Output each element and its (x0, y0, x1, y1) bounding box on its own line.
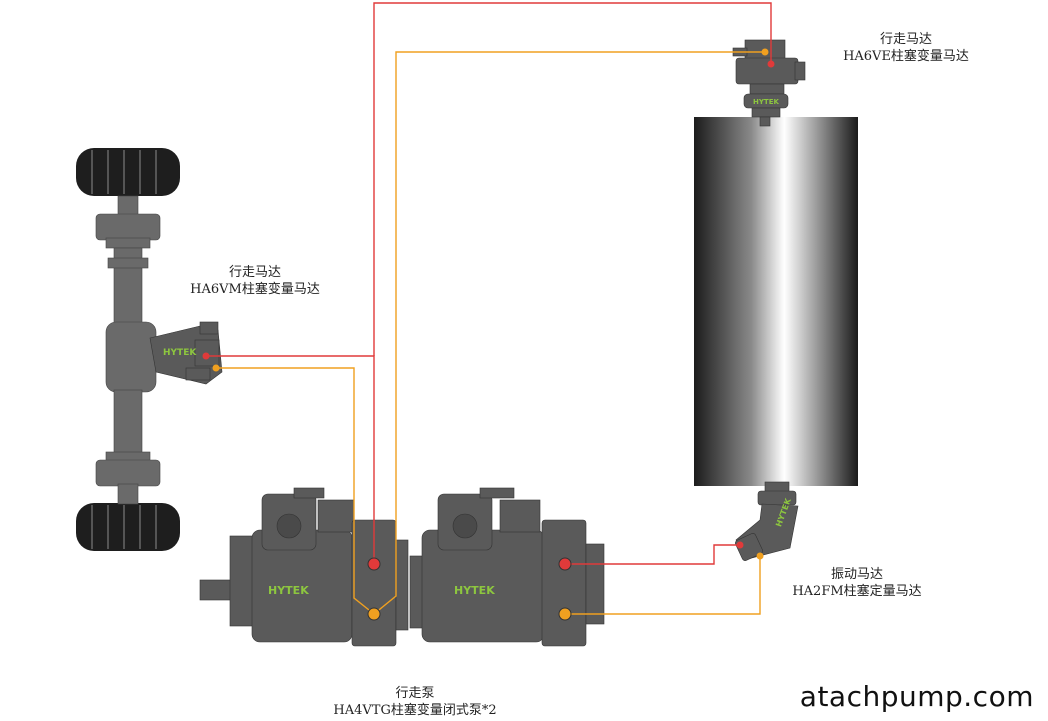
pressure-line-vibration-motor (565, 544, 740, 565)
pump-1-brand: HYTEK (268, 584, 309, 597)
label-top-motor-line2: HA6VE柱塞变量马达 (843, 49, 969, 64)
port-vibration-motor-b (756, 552, 764, 560)
top-travel-motor (732, 39, 806, 127)
label-vibration-motor: 振动马达 HA2FM柱塞定量马达 (782, 566, 932, 600)
travel-pump-2 (409, 487, 605, 647)
pump-2-brand: HYTEK (454, 584, 495, 597)
pressure-line-top-motor (373, 2, 772, 356)
label-top-motor-line1: 行走马达 (879, 32, 932, 47)
wheel-motor-brand: HYTEK (163, 348, 197, 358)
label-vibration-motor-line1: 振动马达 (830, 567, 883, 582)
vibratory-drum (694, 117, 858, 486)
top-tire (76, 148, 180, 196)
return-line-wheel-motor (216, 367, 375, 615)
port-vibration-motor-a (736, 541, 744, 549)
return-line-top-motor (373, 51, 765, 615)
label-wheel-motor: 行走马达 HA6VM柱塞变量马达 (180, 264, 330, 298)
port-pump-1-b (367, 607, 381, 621)
bottom-tire (76, 503, 180, 551)
label-vibration-motor-line2: HA2FM柱塞定量马达 (792, 584, 922, 599)
label-wheel-motor-line1: 行走马达 (228, 265, 281, 280)
label-wheel-motor-line2: HA6VM柱塞变量马达 (190, 282, 320, 297)
top-motor-brand: HYTEK (753, 98, 779, 106)
port-pump-2-b (558, 607, 572, 621)
label-pump: 行走泵 HA4VTG柱塞变量闭式泵*2 (315, 685, 515, 719)
port-wheel-motor-b (212, 364, 220, 372)
port-top-motor-a (767, 60, 775, 68)
port-wheel-motor-a (202, 352, 210, 360)
return-line-vibration-motor (565, 556, 761, 615)
label-pump-line1: 行走泵 (395, 686, 435, 701)
vibration-motor (735, 481, 799, 561)
port-top-motor-b (761, 48, 769, 56)
axle-assembly: HYTEK (76, 148, 223, 551)
label-top-motor: 行走马达 HA6VE柱塞变量马达 (836, 31, 976, 65)
watermark: atachpump.com (799, 680, 1034, 713)
label-pump-line2: HA4VTG柱塞变量闭式泵*2 (333, 703, 497, 718)
port-pump-2-a (558, 557, 572, 571)
port-pump-1-a (367, 557, 381, 571)
